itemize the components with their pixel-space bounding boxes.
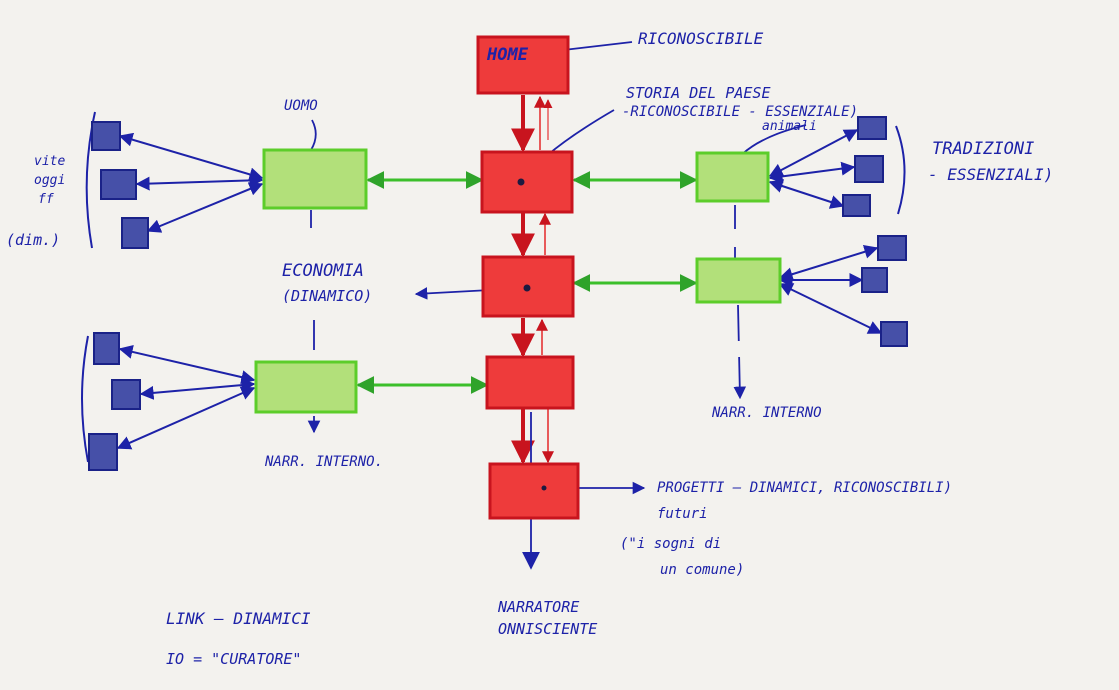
- spine-links: [511, 95, 554, 465]
- storia-label-line1: STORIA DEL PAESE: [626, 84, 771, 102]
- leaf-node[interactable]: [121, 217, 149, 249]
- leaf-node[interactable]: [854, 155, 884, 183]
- progetti-label-line4: un comune): [660, 562, 744, 578]
- narr-interno-left-label: NARR. INTERNO.: [264, 454, 383, 470]
- storia-page-box[interactable]: [480, 150, 574, 214]
- narratore-label-line2: ONNISCIENTE: [498, 620, 597, 638]
- branch-pages: [254, 148, 782, 414]
- leaf-node[interactable]: [842, 194, 871, 217]
- leaf-node[interactable]: [857, 116, 887, 140]
- tradizioni-page-box[interactable]: [695, 151, 770, 203]
- red-page-box-4[interactable]: [485, 355, 575, 410]
- animali-label: animali: [762, 119, 817, 134]
- right-mid-page-box[interactable]: [695, 257, 782, 304]
- spine-center-dots: [517, 178, 547, 491]
- narr-interno-right-label: NARR. INTERNO: [711, 405, 822, 421]
- leaf-node[interactable]: [100, 169, 137, 200]
- narratore-label-line1: NARRATORE: [497, 598, 579, 616]
- tradizioni-label-line1: TRADIZIONI: [932, 139, 1034, 159]
- leaf-node[interactable]: [861, 267, 888, 293]
- leaf-node[interactable]: [111, 379, 141, 410]
- uomo-page-box[interactable]: [262, 148, 368, 210]
- leaf-pages: [88, 116, 908, 471]
- tradizioni-label-line2: - ESSENZIALI): [928, 165, 1053, 184]
- home-label: HOME: [486, 45, 529, 65]
- left-note-line3: ff: [38, 192, 54, 207]
- progetti-label-line2: futuri: [657, 506, 708, 522]
- progetti-label-line1: PROGETTI — DINAMICI, RICONOSCIBILI): [657, 480, 952, 496]
- link-label-line2: IO = "CURATORE": [166, 650, 301, 668]
- leaf-node[interactable]: [88, 433, 118, 471]
- green-links: [356, 171, 698, 394]
- leaf-node[interactable]: [880, 321, 908, 347]
- link-label-line1: LINK — DINAMICI: [166, 609, 311, 628]
- progetti-page-box[interactable]: [488, 462, 580, 520]
- leaf-node[interactable]: [91, 121, 121, 151]
- progetti-label-line3: ("i sogni di: [620, 536, 721, 552]
- riconoscibile-label: RICONOSCIBILE: [638, 29, 764, 48]
- uomo-label: UOMO: [284, 98, 318, 114]
- economia-label-line2: (DINAMICO): [282, 287, 372, 305]
- left-note-line1: vite: [34, 154, 65, 169]
- left-bottom-page-box[interactable]: [254, 360, 358, 414]
- blue-links: [116, 129, 883, 450]
- home-page-box[interactable]: [476, 35, 570, 95]
- leaf-node[interactable]: [877, 235, 907, 261]
- left-note-line4: (dim.): [6, 231, 60, 249]
- storia-label-line2: -RICONOSCIBILE - ESSENZIALE): [622, 104, 858, 120]
- economia-label-line1: ECONOMIA: [282, 261, 364, 281]
- left-note-line2: oggi: [34, 173, 65, 188]
- leaf-node[interactable]: [93, 332, 120, 365]
